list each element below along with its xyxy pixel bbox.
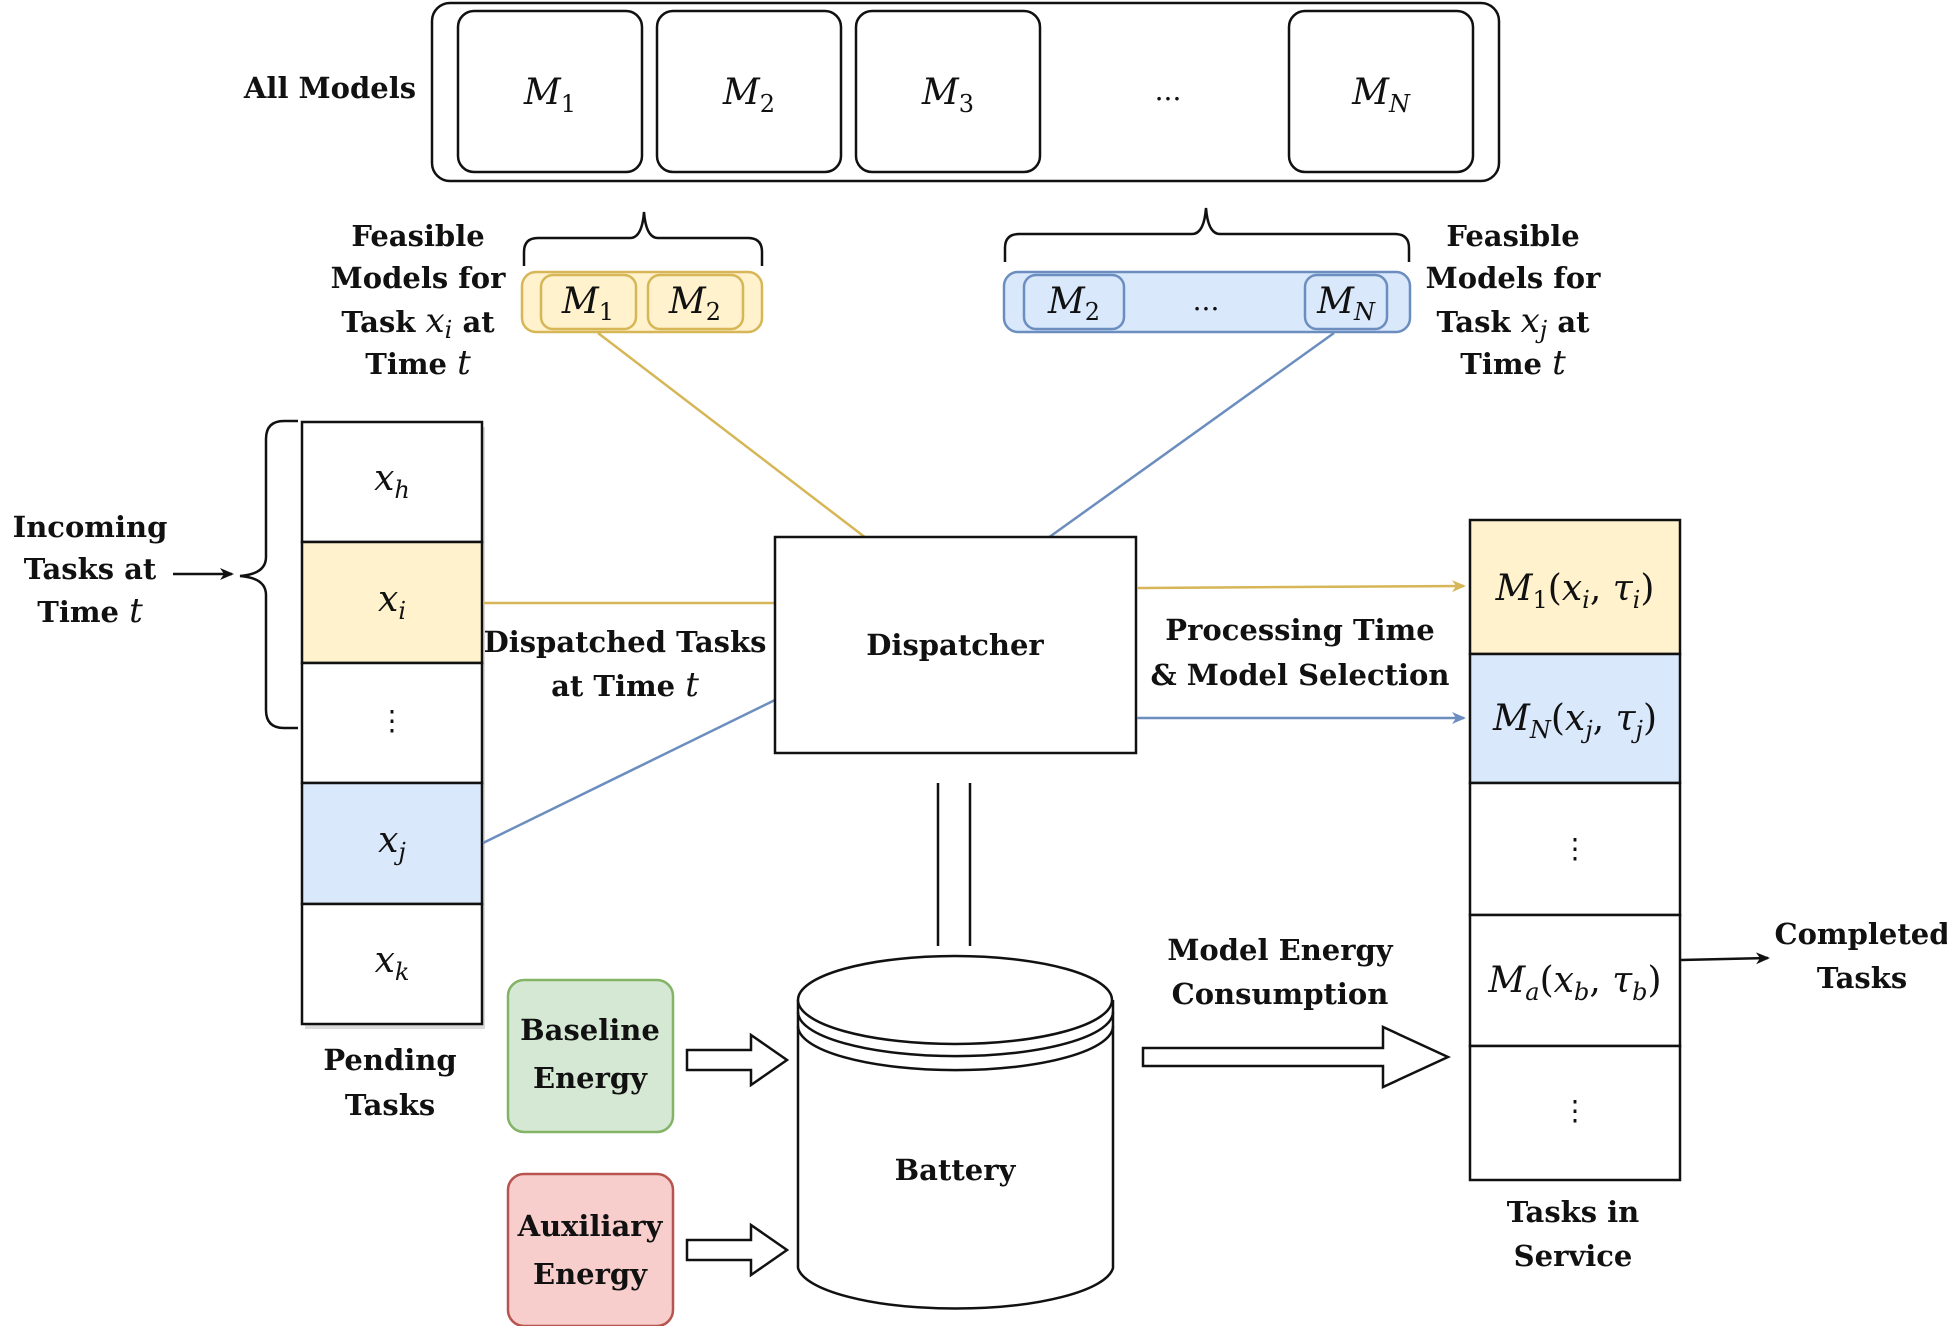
connector-feasible-i: [597, 332, 867, 539]
svg-text:Auxiliary: Auxiliary: [517, 1209, 664, 1243]
svg-text:Dispatched Tasks: Dispatched Tasks: [484, 625, 767, 659]
service-task-mn[interactable]: [1468, 652, 1682, 785]
svg-text:Tasks: Tasks: [1817, 961, 1907, 995]
svg-text:xk: xk: [375, 940, 410, 986]
svg-text:& Model Selection: & Model Selection: [1151, 658, 1450, 692]
svg-text:M2: M2: [668, 281, 721, 326]
energy-consumption-arrow: [1141, 1025, 1451, 1089]
svg-text:Time t: Time t: [1460, 343, 1566, 383]
pending-queue: xh xi ⋮ xj xk: [300, 420, 485, 1029]
feasible-set-j: M2 ... MN: [1002, 270, 1412, 334]
svg-text:M2: M2: [1047, 281, 1100, 326]
svg-text:Consumption: Consumption: [1172, 977, 1389, 1011]
svg-text:Models for: Models for: [1426, 261, 1601, 295]
auxiliary-to-battery-arrow: [685, 1222, 790, 1278]
service-task-gap-2: [1468, 1044, 1682, 1182]
feasible-j-label: Feasible Models for Task xj at Time t: [1426, 219, 1601, 383]
completed-label: Completed Tasks: [1775, 917, 1947, 995]
pending-task-xj[interactable]: [300, 781, 484, 906]
svg-text:Pending: Pending: [323, 1043, 456, 1077]
svg-text:⋮: ⋮: [1561, 1094, 1589, 1127]
svg-text:Service: Service: [1514, 1239, 1633, 1273]
svg-text:Processing Time: Processing Time: [1165, 613, 1434, 647]
svg-text:xj: xj: [378, 820, 406, 866]
svg-text:Energy: Energy: [533, 1061, 648, 1095]
pending-task-xi[interactable]: [300, 540, 484, 665]
feasible-j-mn[interactable]: [1303, 273, 1389, 331]
auxiliary-energy-box[interactable]: Auxiliary Energy: [506, 1172, 675, 1326]
svg-text:xi: xi: [378, 579, 406, 625]
svg-text:M3: M3: [921, 72, 974, 118]
feasible-j-m2[interactable]: [1022, 273, 1126, 331]
svg-text:Incoming: Incoming: [13, 510, 168, 544]
svg-text:Tasks: Tasks: [345, 1088, 435, 1122]
completed-arrow: [1680, 952, 1770, 965]
svg-text:⋮: ⋮: [1561, 832, 1589, 865]
svg-text:M1(xi, τi): M1(xi, τi): [1495, 568, 1655, 614]
processing-label: Processing Time & Model Selection: [1151, 613, 1450, 692]
all-models-label: All Models: [243, 71, 416, 105]
brace-incoming: [239, 419, 298, 730]
svg-text:Tasks in: Tasks in: [1507, 1195, 1640, 1229]
service-task-m1[interactable]: [1468, 518, 1682, 656]
svg-text:Energy: Energy: [533, 1257, 648, 1291]
pending-task-gap: [300, 661, 484, 785]
dispatch-line-xj: [482, 698, 776, 845]
svg-text:Feasible: Feasible: [351, 219, 484, 253]
service-queue: M1(xi, τi) MN(xj, τj) ⋮ Ma(xb, τb) ⋮: [1468, 518, 1682, 1182]
svg-text:Tasks at: Tasks at: [24, 552, 157, 586]
model-card-m2[interactable]: M2: [655, 9, 843, 174]
brace-feasible-i: [522, 211, 764, 266]
in-service-label: Tasks in Service: [1507, 1195, 1640, 1273]
battery-cylinder[interactable]: Battery: [796, 954, 1115, 1310]
feasible-i-label: Feasible Models for Task xi at Time t: [331, 219, 506, 383]
svg-text:MN(xj, τj): MN(xj, τj): [1492, 698, 1657, 744]
baseline-energy-box[interactable]: Baseline Energy: [506, 978, 675, 1134]
svg-text:Models for: Models for: [331, 261, 506, 295]
feasible-i-m1[interactable]: [539, 273, 638, 331]
model-energy-label: Model Energy Consumption: [1167, 933, 1393, 1011]
svg-text:Completed: Completed: [1775, 917, 1947, 951]
svg-text:Baseline: Baseline: [520, 1013, 660, 1047]
dispatcher-box[interactable]: [773, 535, 1138, 755]
svg-text:Time t: Time t: [37, 591, 143, 631]
svg-text:MN: MN: [1316, 281, 1376, 326]
svg-text:M1: M1: [561, 281, 614, 326]
pending-task-xk[interactable]: [300, 902, 484, 1026]
svg-text:⋮: ⋮: [378, 704, 406, 737]
feasible-j-ellipsis: ...: [1193, 284, 1220, 317]
feasible-set-i: M1 M2: [520, 270, 764, 334]
svg-text:Model Energy: Model Energy: [1167, 933, 1393, 967]
svg-text:Feasible: Feasible: [1446, 219, 1579, 253]
feasible-i-m2[interactable]: [646, 273, 745, 331]
baseline-to-battery-arrow: [685, 1032, 790, 1088]
service-task-ma[interactable]: [1468, 913, 1682, 1048]
connector-feasible-j: [1047, 331, 1335, 540]
output-arrow-yellow: [1136, 580, 1466, 593]
svg-text:xh: xh: [374, 458, 410, 504]
models-ellipsis: ...: [1155, 74, 1182, 107]
incoming-label: Incoming Tasks at Time t: [13, 510, 168, 631]
model-card-m3[interactable]: M3: [854, 9, 1042, 174]
dispatcher-label: Dispatcher: [866, 628, 1044, 662]
svg-text:Task xi at: Task xi at: [341, 301, 495, 344]
pending-task-xh[interactable]: [300, 420, 484, 544]
model-card-mn[interactable]: MN: [1287, 9, 1475, 174]
battery-label: Battery: [895, 1153, 1017, 1187]
svg-text:Task xj at: Task xj at: [1436, 301, 1590, 344]
svg-text:at Time t: at Time t: [551, 665, 699, 705]
pending-label: Pending Tasks: [323, 1043, 456, 1122]
svg-text:Ma(xb, τb): Ma(xb, τb): [1487, 960, 1661, 1006]
svg-text:M1: M1: [523, 72, 576, 118]
svg-text:MN: MN: [1351, 72, 1411, 118]
model-card-m1[interactable]: M1: [456, 9, 644, 174]
svg-text:M2: M2: [722, 72, 775, 118]
svg-text:Time t: Time t: [365, 343, 471, 383]
dispatched-label: Dispatched Tasks at Time t: [484, 625, 767, 705]
brace-feasible-j: [1003, 207, 1411, 262]
